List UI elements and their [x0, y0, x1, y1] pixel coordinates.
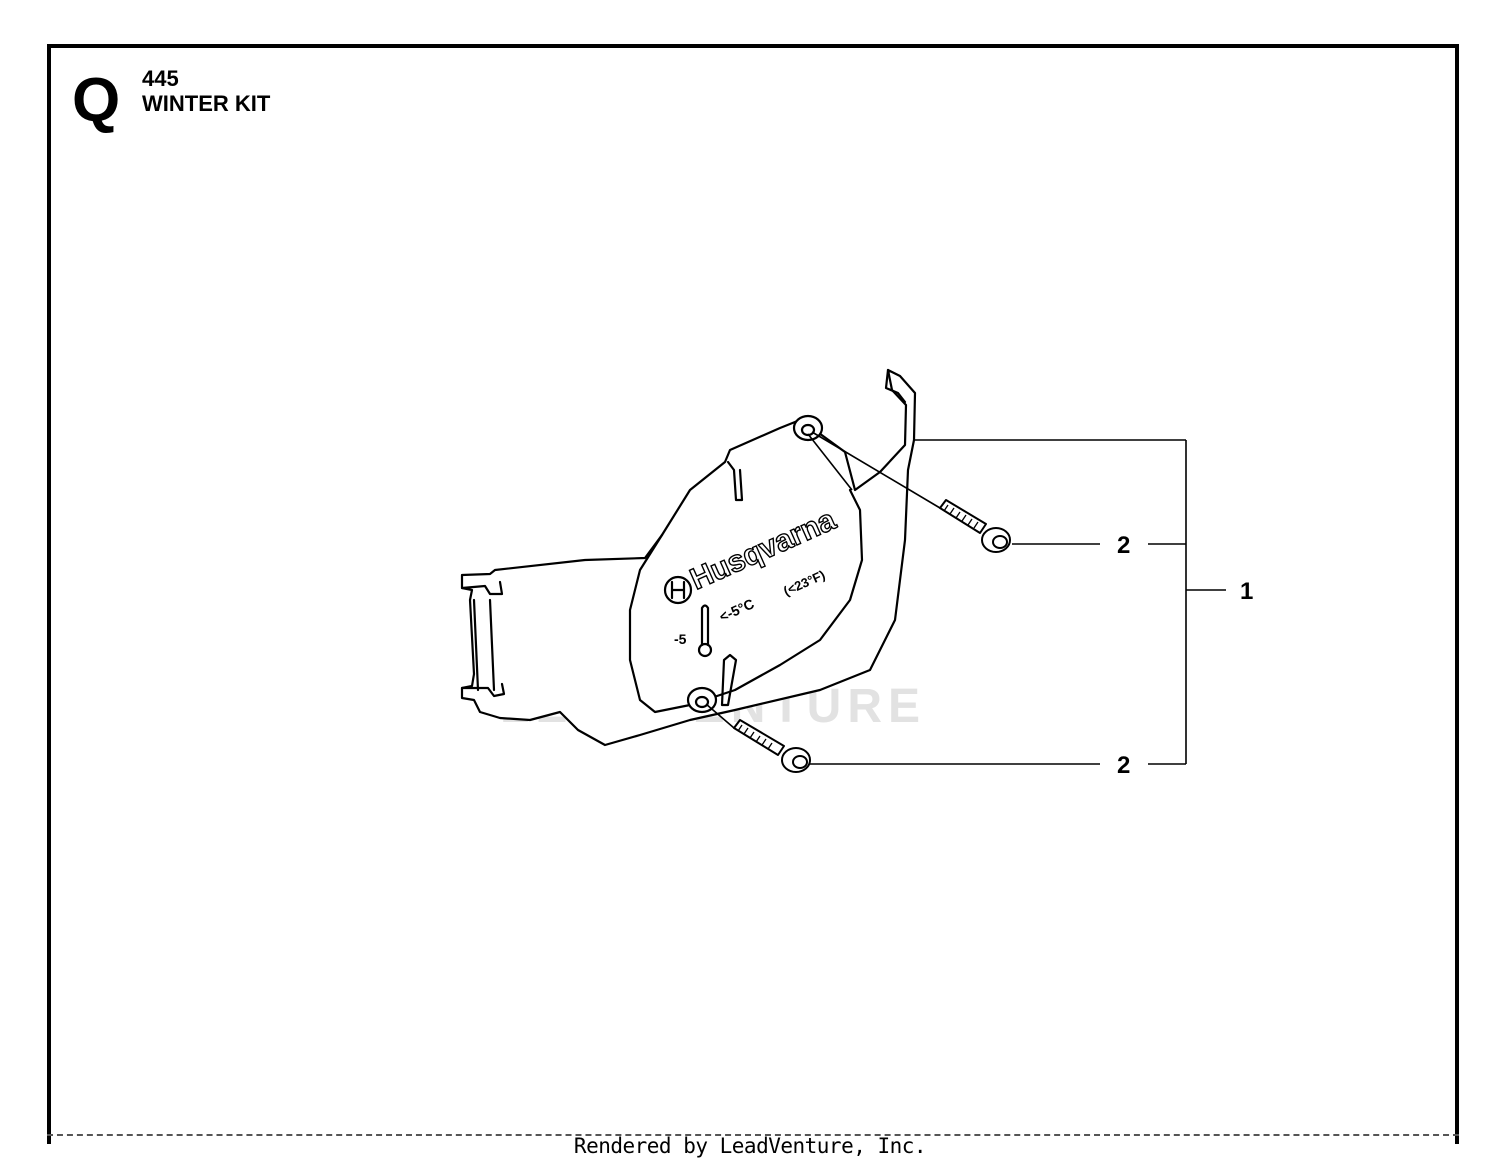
upper-screw-axis-line: [811, 431, 941, 509]
left-clip-upper: [460, 580, 504, 596]
top-slot: [726, 460, 744, 502]
upper-screw: [939, 499, 1011, 553]
callout-2-lower: 2: [1117, 752, 1130, 779]
drawing-frame: [47, 44, 1459, 1144]
section-letter: Q: [72, 66, 121, 135]
kit-title: WINTER KIT: [142, 91, 271, 116]
lower-hole: [694, 695, 710, 709]
footer-divider: [47, 1134, 1459, 1136]
leader-lines: [705, 431, 1226, 765]
left-flange: [472, 598, 496, 692]
upper-screw-shank: [939, 499, 987, 534]
callout-1: 1: [1240, 578, 1253, 605]
callout-2-upper: 2: [1117, 532, 1130, 559]
top-clip-hook: [884, 368, 907, 404]
winter-cover-plate: [460, 368, 917, 747]
bracket-kit: [1148, 440, 1226, 765]
callouts: 2 1 2: [1117, 532, 1253, 779]
model-number: 445: [142, 66, 179, 91]
footer-credit: Rendered by LeadVenture, Inc.: [573, 1134, 927, 1158]
bottom-slot: [720, 653, 738, 707]
lower-screw-axis-line: [705, 703, 735, 729]
lower-screw: [733, 719, 811, 773]
left-clip-lower: [460, 682, 506, 698]
upper-screw-axis-line-2: [807, 433, 853, 491]
husqvarna-crown-logo-icon: [663, 575, 693, 605]
temp-scale-text: -5: [674, 631, 687, 647]
thermometer-icon: [700, 604, 710, 647]
upper-boss: [792, 414, 824, 442]
